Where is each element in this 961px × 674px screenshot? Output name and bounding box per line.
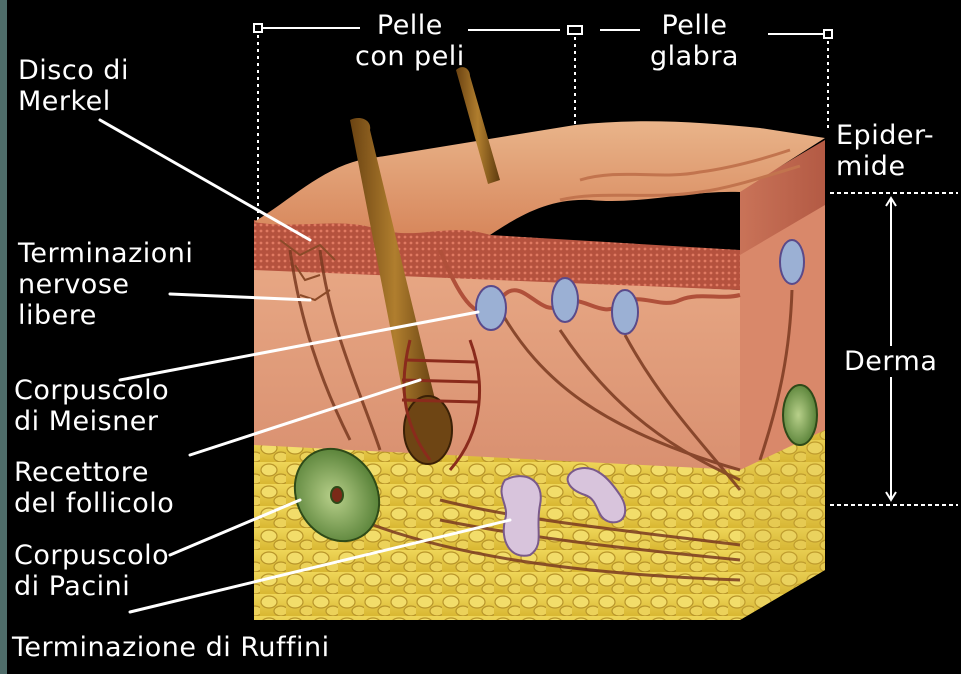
label-line: Epider-	[836, 120, 934, 151]
label-pelle-glabra: Pelle glabra	[650, 10, 739, 72]
label-line: Corpuscolo	[14, 540, 169, 571]
skin-block	[254, 67, 825, 620]
label-line: Pelle	[650, 10, 739, 41]
label-line: Corpuscolo	[14, 375, 169, 406]
label-corpuscolo-di-pacini: Corpuscolo di Pacini	[14, 540, 169, 602]
label-line: Derma	[844, 346, 937, 377]
label-line: di Meisner	[14, 406, 169, 437]
label-line: con peli	[355, 41, 465, 72]
label-pelle-con-peli: Pelle con peli	[355, 10, 465, 72]
pointer-merkel	[100, 120, 310, 240]
label-disco-di-merkel: Disco di Merkel	[18, 55, 129, 117]
label-line: di Pacini	[14, 571, 169, 602]
label-line: Terminazioni	[18, 238, 193, 269]
label-line: del follicolo	[14, 488, 174, 519]
label-line: Merkel	[18, 86, 129, 117]
label-terminazione-di-ruffini: Terminazione di Ruffini	[12, 632, 330, 663]
label-recettore-del-follicolo: Recettore del follicolo	[14, 457, 174, 519]
label-line: Terminazione di Ruffini	[12, 632, 330, 663]
label-corpuscolo-di-meisner: Corpuscolo di Meisner	[14, 375, 169, 437]
label-line: Disco di	[18, 55, 129, 86]
label-terminazioni-nervose-libere: Terminazioni nervose libere	[18, 238, 193, 331]
label-line: Pelle	[355, 10, 465, 41]
label-epidermide: Epider- mide	[836, 120, 934, 182]
label-line: Recettore	[14, 457, 174, 488]
label-line: mide	[836, 151, 934, 182]
label-line: libere	[18, 300, 193, 331]
label-derma: Derma	[842, 346, 939, 377]
label-line: glabra	[650, 41, 739, 72]
label-line: nervose	[18, 269, 193, 300]
